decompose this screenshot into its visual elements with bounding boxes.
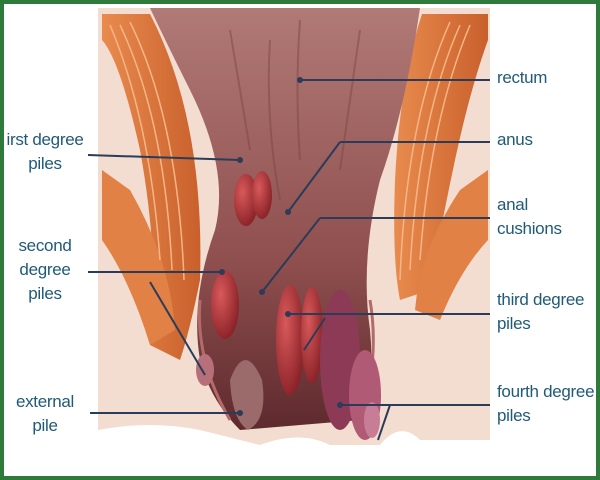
label-third-degree-line1: third degree — [497, 290, 585, 309]
first-degree-piles-graphic — [234, 171, 272, 226]
right-muscle — [394, 14, 488, 320]
left-muscle — [102, 14, 201, 360]
label-third-degree: third degree piles — [497, 288, 584, 336]
third-degree-piles-graphic — [276, 285, 323, 395]
label-fourth-degree-line2: piles — [497, 406, 531, 425]
label-anal-cushions-line1: anal — [497, 195, 528, 214]
label-fourth-degree: fourth degree piles — [497, 380, 595, 428]
label-anus-text: anus — [497, 130, 533, 149]
label-second-degree-line3: piles — [28, 284, 62, 303]
label-second-degree-line2: degree — [19, 260, 71, 279]
label-anus: anus — [497, 128, 533, 152]
label-second-degree-line1: second — [18, 236, 72, 255]
label-external-line2: pile — [32, 416, 58, 435]
label-first-degree-line2: piles — [28, 154, 62, 173]
label-rectum: rectum — [497, 66, 547, 90]
label-fourth-degree-line1: fourth degree — [497, 382, 595, 401]
label-external-line1: external — [15, 392, 75, 411]
leader-lines — [87, 79, 490, 441]
label-external-pile: external pile — [0, 390, 90, 438]
second-degree-piles-graphic — [196, 271, 239, 386]
label-rectum-text: rectum — [497, 68, 548, 87]
leader-dots — [219, 77, 343, 416]
label-anal-cushions: anal cushions — [497, 193, 562, 241]
label-first-degree-line1: irst degree — [6, 130, 84, 149]
label-third-degree-line2: piles — [497, 314, 531, 333]
label-anal-cushions-line2: cushions — [497, 219, 562, 238]
fourth-degree-piles-graphic — [320, 290, 381, 440]
label-first-degree: irst degree piles — [0, 128, 90, 176]
rectum-folds — [229, 19, 361, 201]
label-second-degree: second degree piles — [0, 234, 90, 306]
